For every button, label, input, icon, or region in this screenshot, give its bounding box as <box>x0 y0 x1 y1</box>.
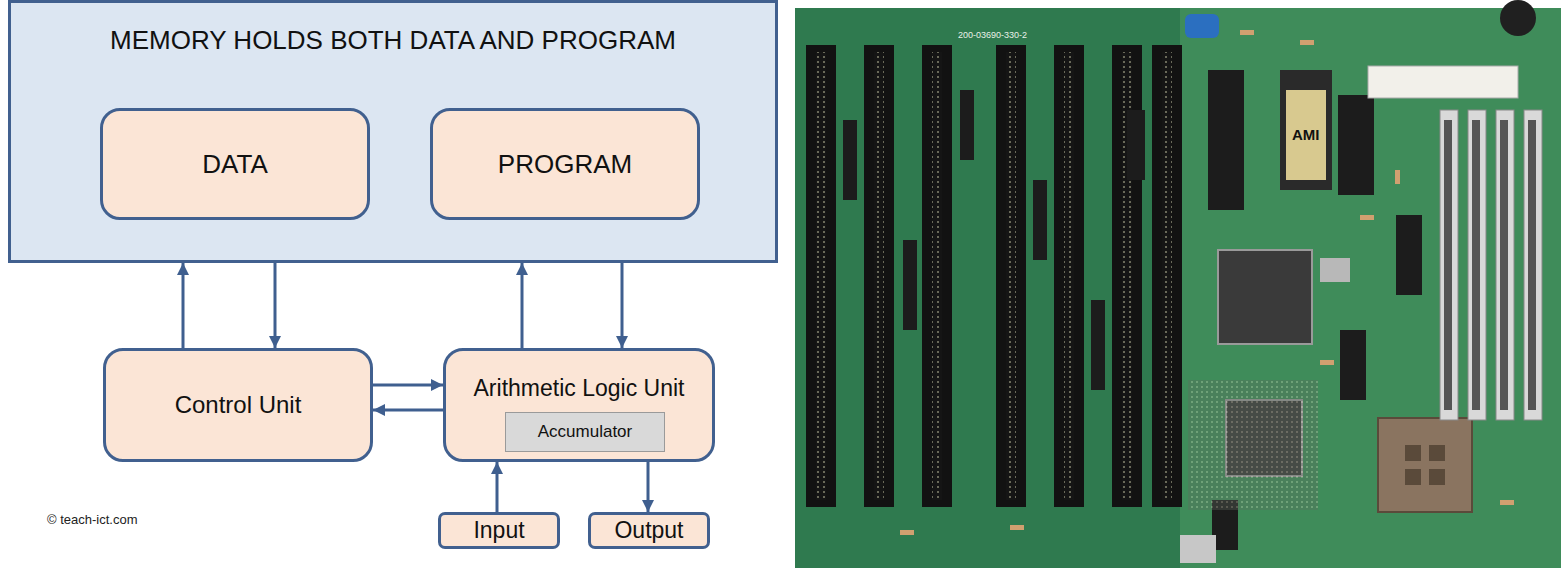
chip-pads <box>1188 380 1318 510</box>
bios-sticker <box>1286 90 1326 180</box>
node-text: Accumulator <box>538 422 632 442</box>
simm-sockets <box>1440 110 1542 420</box>
bios-brand: AMI <box>1292 126 1320 143</box>
program-box: PROGRAM <box>430 108 700 220</box>
node-text: MEMORY HOLDS BOTH DATA AND PROGRAM <box>110 25 676 56</box>
socket-holes <box>1405 445 1445 485</box>
flow-arrow <box>373 409 443 412</box>
copyright-note: © teach-ict.com <box>47 512 138 527</box>
flow-arrow <box>496 462 499 512</box>
chipset-chip <box>1218 250 1312 344</box>
battery-holder <box>1180 535 1216 563</box>
flow-arrow <box>182 263 185 348</box>
circuit-board <box>795 8 1561 568</box>
board-area <box>1180 8 1561 568</box>
node-text: PROGRAM <box>498 149 632 180</box>
keyboard-connector <box>1500 0 1536 36</box>
small-chips <box>843 70 1422 550</box>
board-part-number: 200-03690-330-2 <box>958 30 1027 40</box>
memory-box: MEMORY HOLDS BOTH DATA AND PROGRAM DATA PR… <box>8 0 778 263</box>
node-text: Arithmetic Logic Unit <box>474 375 685 402</box>
flow-arrow <box>274 263 277 348</box>
flow-arrow <box>521 263 524 348</box>
capacitor <box>1185 14 1219 38</box>
cpu-socket <box>1378 418 1472 512</box>
bios-chip <box>1280 70 1332 190</box>
node-text: DATA <box>202 149 267 180</box>
input-box: Input <box>438 512 560 549</box>
alu-box: Arithmetic Logic UnitAccumulator <box>443 348 715 462</box>
data-box: DATA <box>100 108 370 220</box>
output-box: Output <box>588 512 710 549</box>
flow-arrow <box>621 263 624 348</box>
control-unit-box: Control Unit <box>103 348 373 462</box>
node-text: Input <box>473 517 524 544</box>
isa-slots <box>806 45 1182 507</box>
power-connector <box>1368 66 1518 98</box>
flow-arrow <box>373 384 443 387</box>
node-text: Control Unit <box>175 391 302 419</box>
flow-arrow <box>647 462 650 512</box>
resistors <box>900 30 1514 535</box>
accumulator-box: Accumulator <box>505 412 665 452</box>
crystal <box>1320 258 1350 282</box>
node-text: Output <box>614 517 683 544</box>
